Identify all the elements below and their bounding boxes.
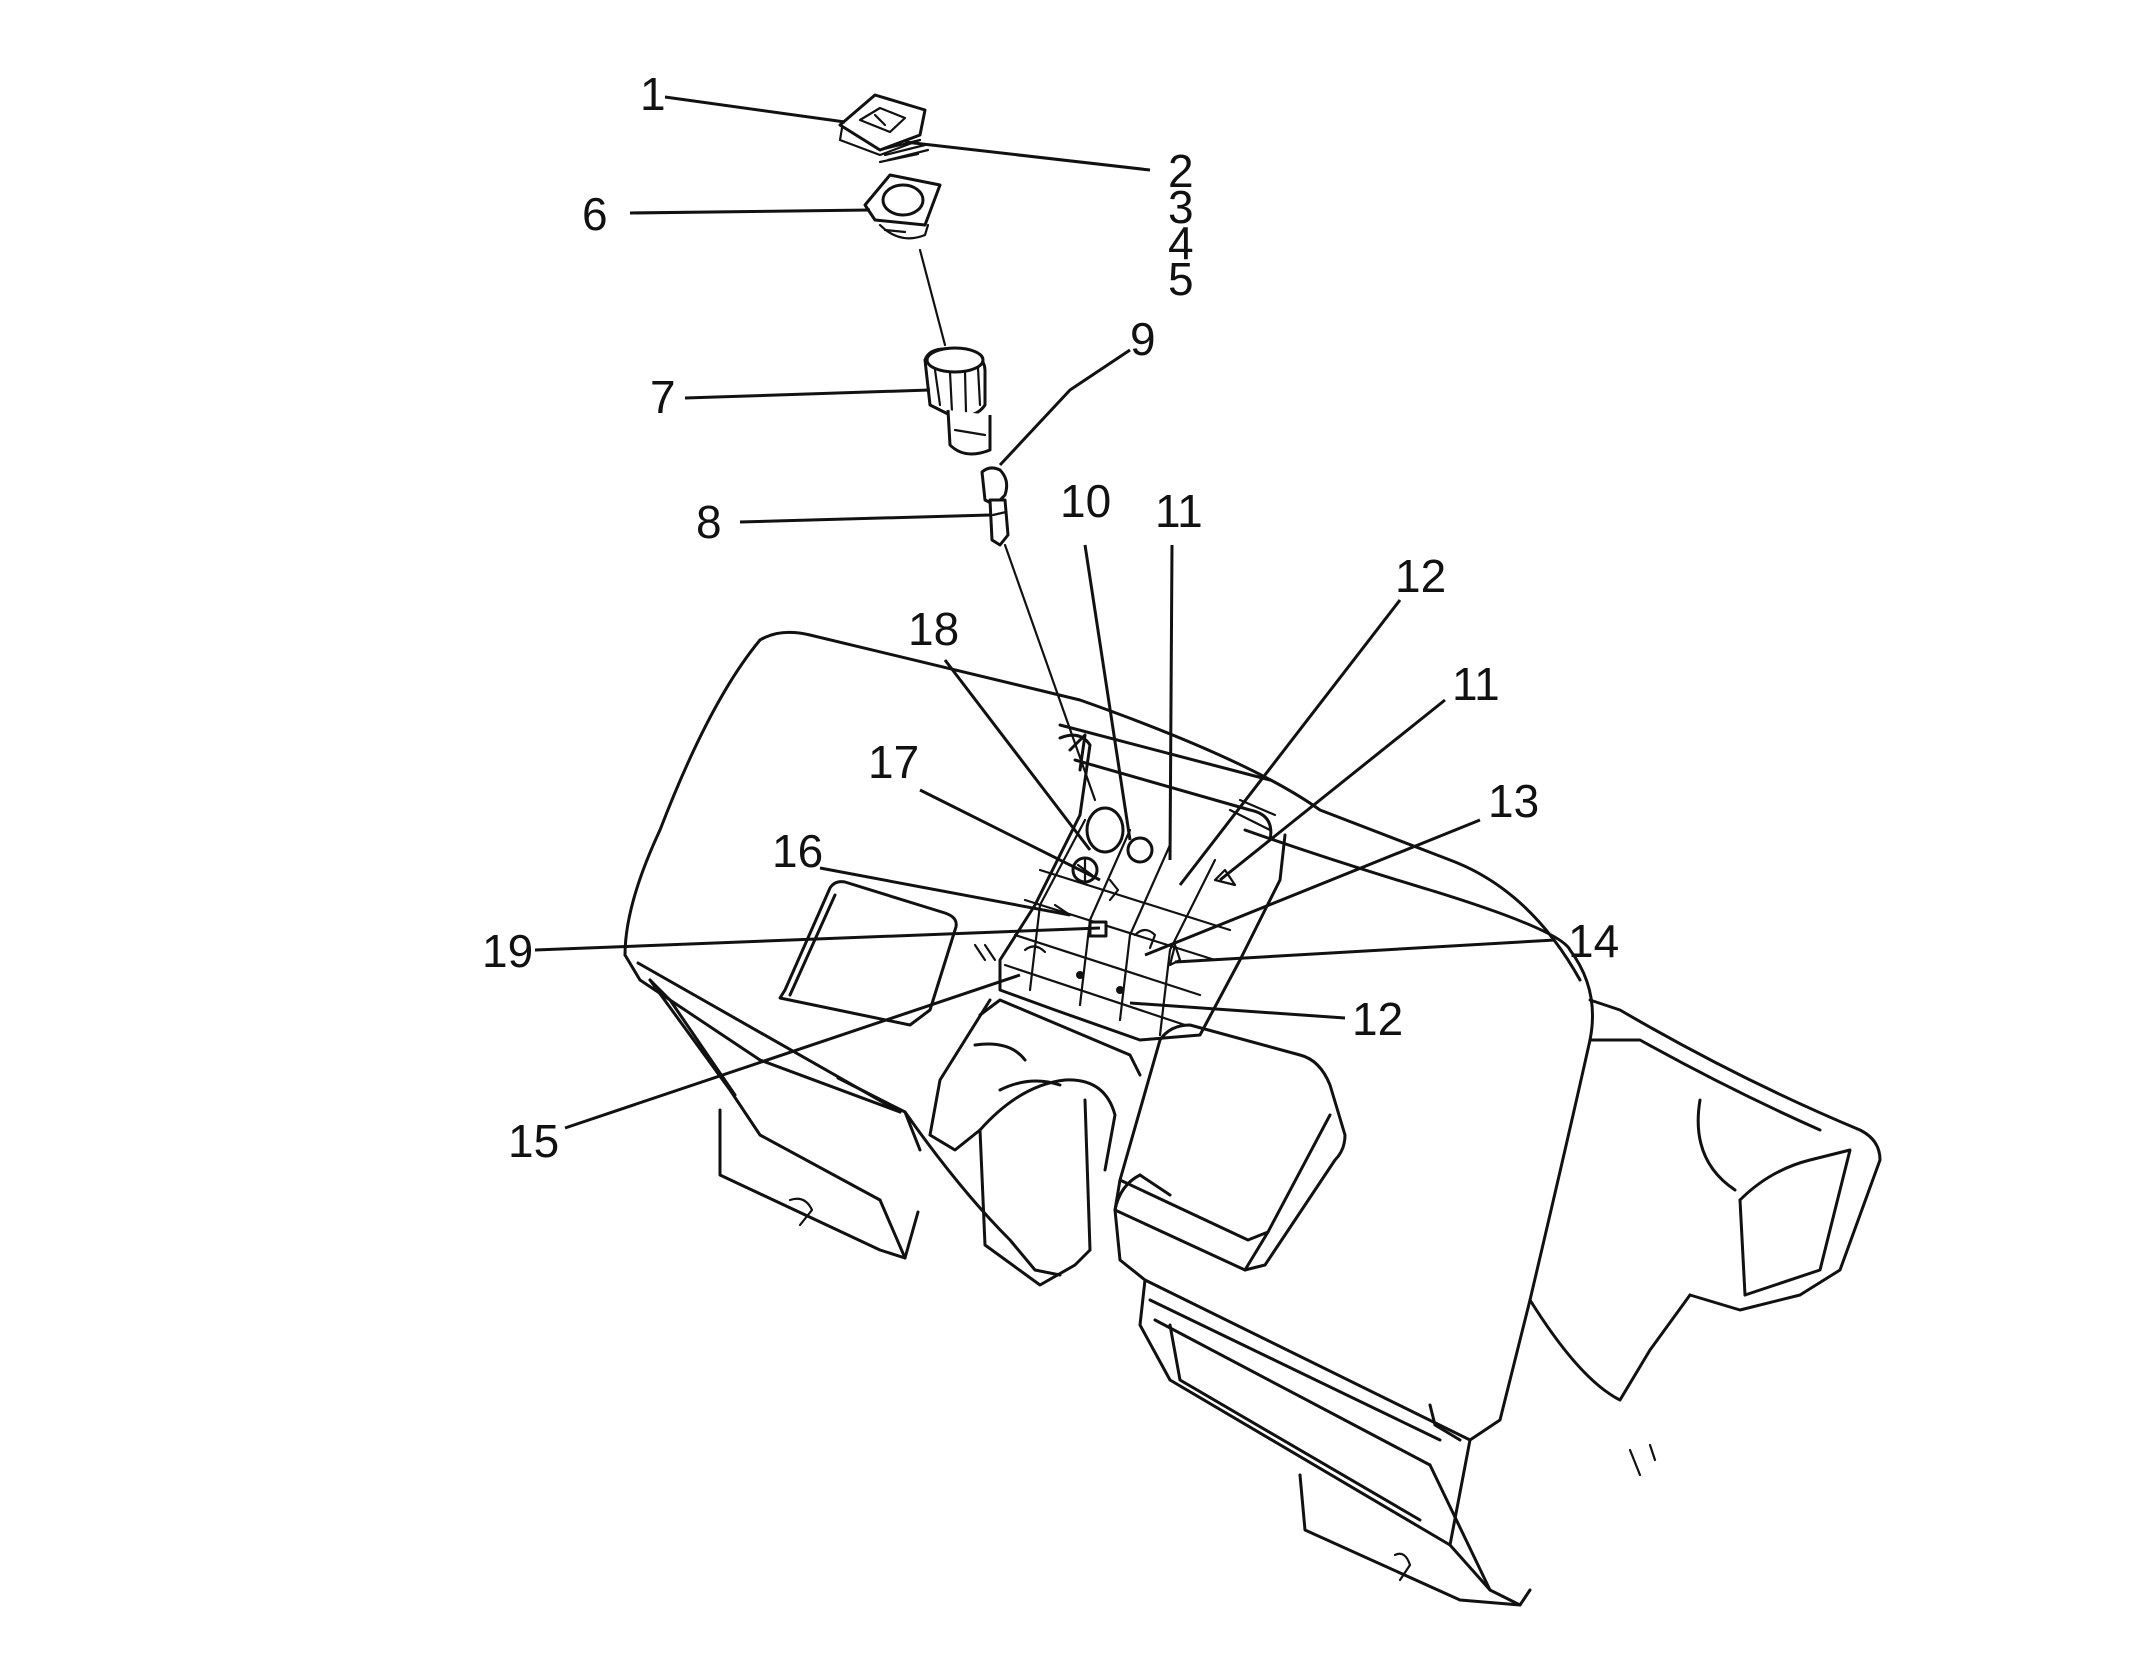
callout-19: 19	[482, 925, 533, 977]
callout-1: 1	[640, 68, 666, 120]
console-housing	[623, 630, 1882, 1607]
callout-9: 9	[1130, 313, 1156, 365]
exploded-parts	[838, 93, 1097, 802]
leader-lines	[534, 95, 1556, 1130]
callout-12b: 12	[1352, 993, 1403, 1045]
callout-7: 7	[650, 371, 676, 423]
callout-5: 5	[1168, 253, 1194, 305]
callout-12a: 12	[1395, 550, 1446, 602]
callout-13: 13	[1488, 775, 1539, 827]
callout-11b: 11	[1452, 658, 1500, 710]
callout-4: 4	[1168, 217, 1194, 269]
callout-11a: 11	[1155, 485, 1203, 537]
callout-14: 14	[1568, 915, 1619, 967]
callout-6: 6	[582, 188, 608, 240]
switch-panel	[973, 733, 1287, 1042]
callout-18: 18	[908, 603, 959, 655]
callout-16: 16	[772, 825, 823, 877]
callout-10: 10	[1060, 475, 1111, 527]
callout-17: 17	[868, 736, 919, 788]
callout-3: 3	[1168, 181, 1194, 233]
callout-labels: 1 2 3 4 5 6 7 8 9 10 11 12 11 18 17 13 1…	[482, 68, 1619, 1167]
callout-8: 8	[696, 496, 722, 548]
callout-2: 2	[1168, 145, 1194, 197]
callout-15: 15	[508, 1115, 559, 1167]
